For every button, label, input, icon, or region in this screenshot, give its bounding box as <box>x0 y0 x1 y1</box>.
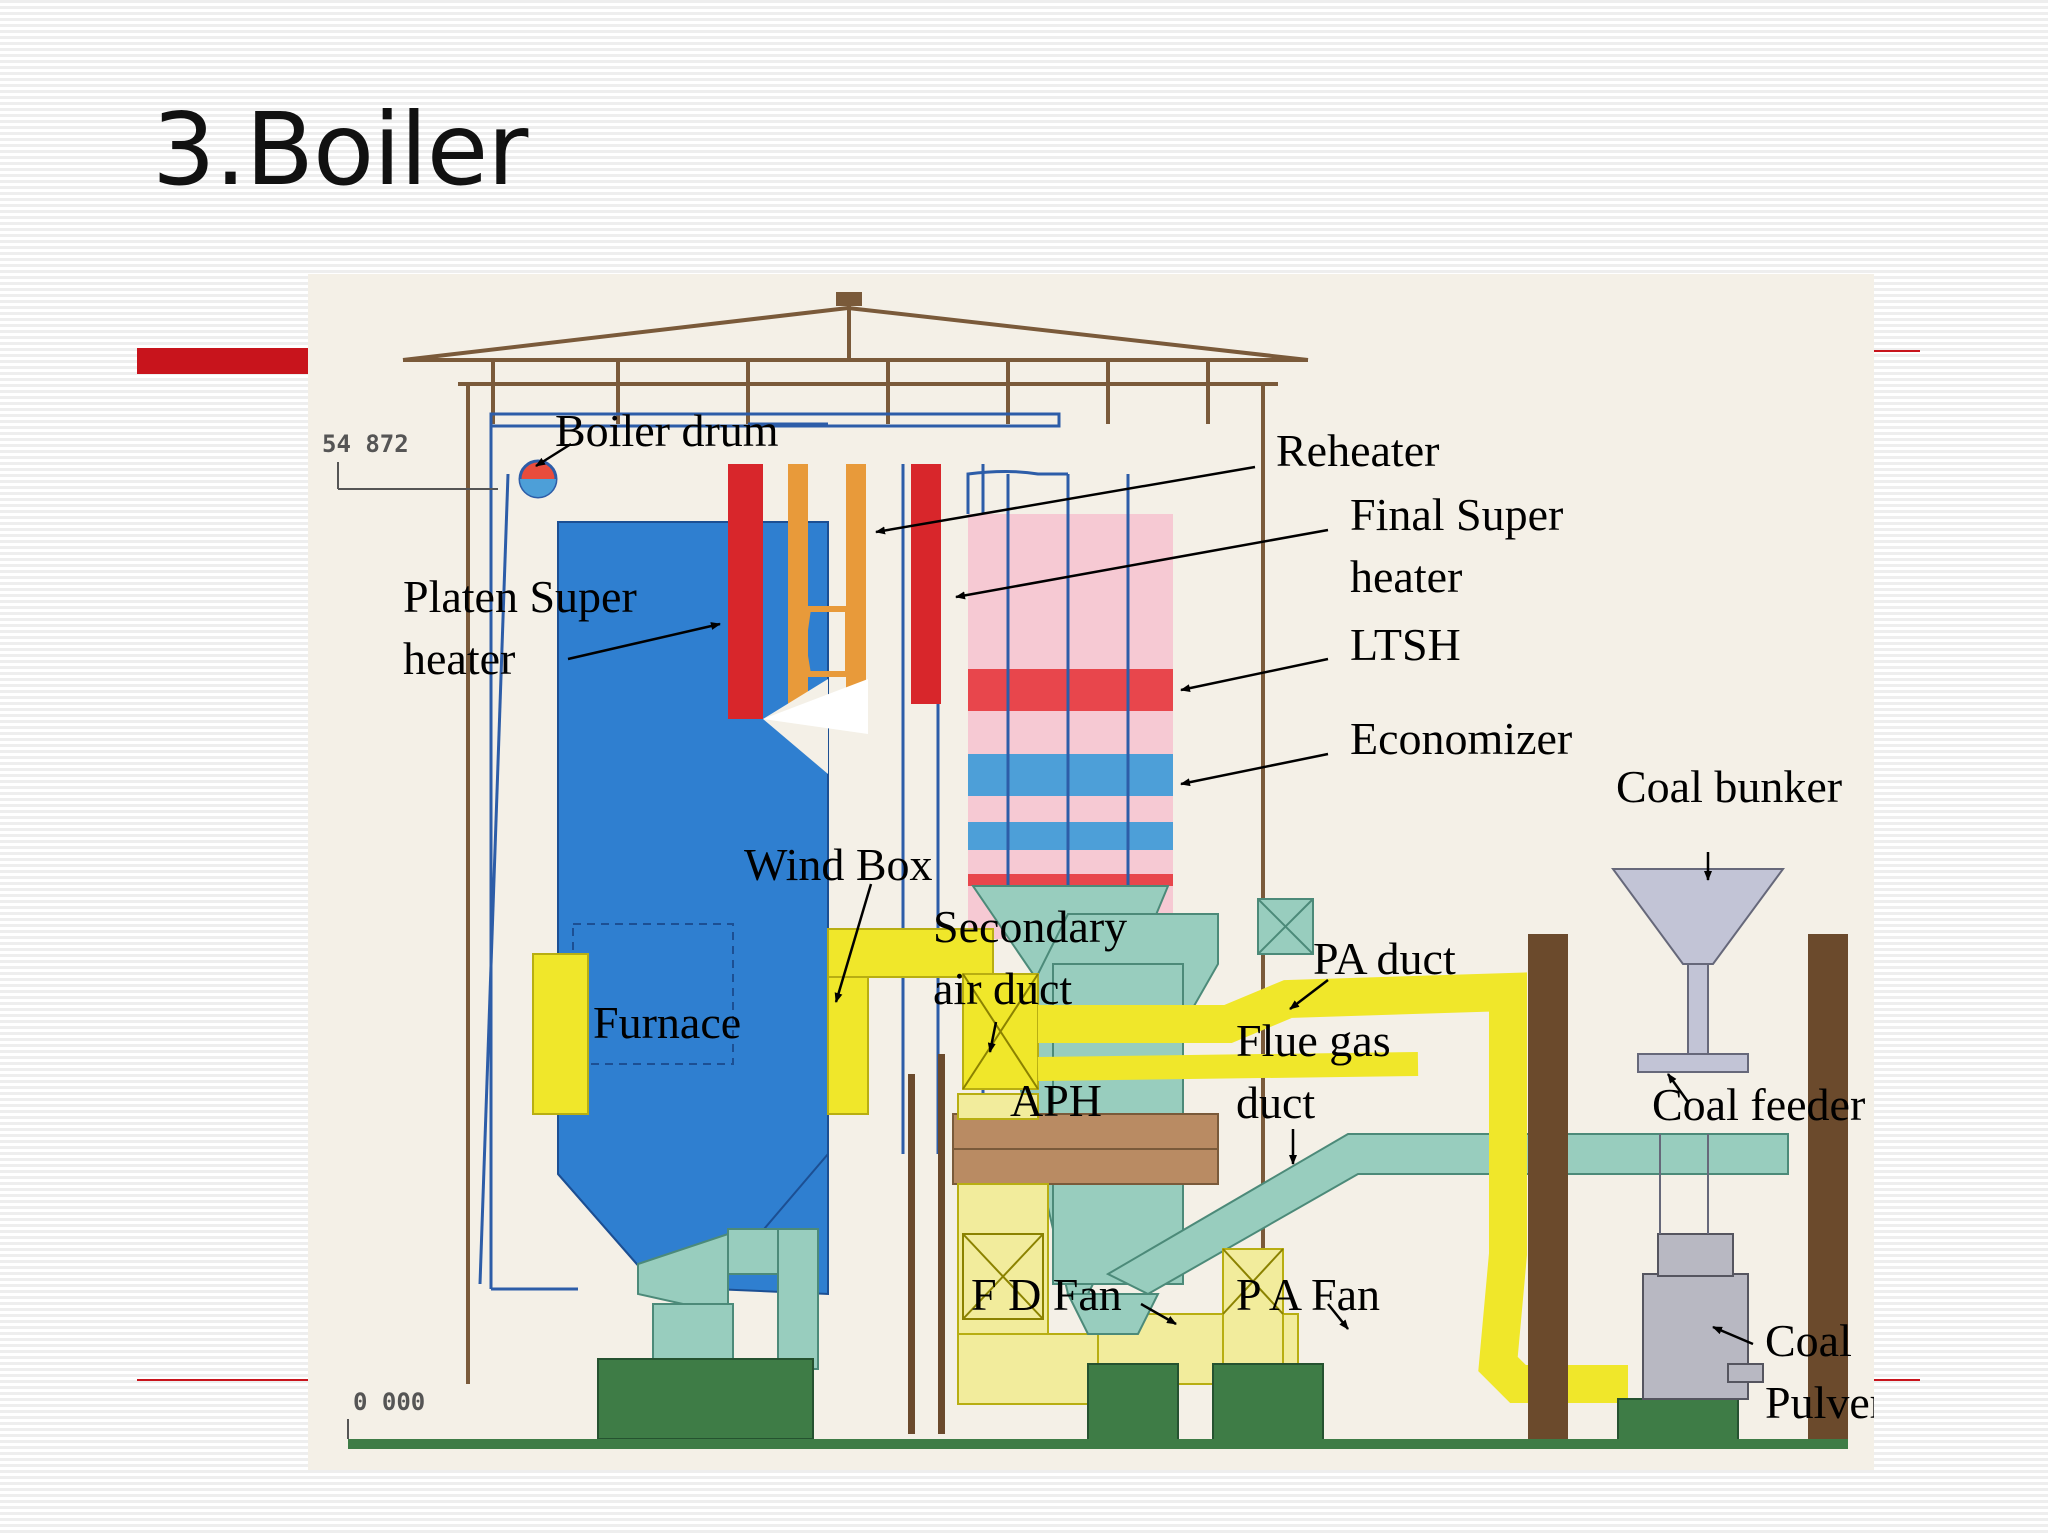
label-coal-feeder: Coal feeder <box>1652 1079 1865 1130</box>
label-platen-line1: Platen Super <box>403 571 637 622</box>
roof-truss <box>402 292 1309 1384</box>
label-coal-bunker: Coal bunker <box>1616 761 1842 812</box>
label-economizer: Economizer <box>1350 713 1572 764</box>
elevation-bottom-label: 0 000 <box>353 1388 425 1416</box>
label-platen-line2: heater <box>403 633 515 684</box>
boiler-diagram-svg: 54 872 0 000 Boiler drum Reheater Final … <box>322 292 1874 1449</box>
accent-line-right <box>1874 350 1920 352</box>
label-furnace: Furnace <box>593 997 741 1048</box>
elevation-marker-top: 54 872 <box>322 430 498 490</box>
label-pa-duct: PA duct <box>1313 933 1456 984</box>
elevation-top-label: 54 872 <box>322 430 409 458</box>
callout-arrows <box>535 442 1754 1346</box>
platen-coil-2 <box>911 464 941 704</box>
furnace <box>557 521 829 1296</box>
lower-air-ducts <box>957 1093 1299 1405</box>
boiler-drum <box>518 459 558 499</box>
coal-feeder <box>1637 1053 1749 1073</box>
coal-bunker <box>1611 868 1785 965</box>
label-secondary-line1: Secondary <box>933 901 1127 952</box>
label-coal-line1: Coal <box>1765 1315 1852 1366</box>
foundations <box>597 1358 1739 1445</box>
ground-line <box>348 1439 1848 1449</box>
accent-bar <box>137 348 317 374</box>
label-reheater: Reheater <box>1276 425 1439 476</box>
coal-pulverizer <box>1642 1134 1764 1400</box>
label-flue-gas-line1: Flue gas <box>1236 1015 1391 1066</box>
boiler-diagram: 54 872 0 000 Boiler drum Reheater Final … <box>308 274 1874 1470</box>
label-pa-fan: P A Fan <box>1236 1269 1380 1320</box>
label-aph: APH <box>1010 1075 1102 1126</box>
label-boiler-drum: Boiler drum <box>555 405 779 456</box>
back-pass <box>966 470 1173 939</box>
label-coal-line2: Pulverizer <box>1765 1377 1874 1428</box>
label-fd-fan: F D Fan <box>971 1269 1122 1320</box>
label-secondary-line2: air duct <box>933 963 1072 1014</box>
pa-duct <box>1038 972 1628 1403</box>
elevation-marker-bottom: 0 000 <box>347 1388 425 1439</box>
accent-line-bottom-right <box>1874 1379 1920 1381</box>
wind-box <box>532 953 589 1115</box>
accent-line-bottom-left <box>137 1379 308 1381</box>
label-flue-gas-line2: duct <box>1236 1077 1315 1128</box>
slide-title: 3.Boiler <box>152 91 528 208</box>
label-ltsh: LTSH <box>1350 619 1461 670</box>
platen-coil-1 <box>728 464 763 719</box>
label-final-super-line2: heater <box>1350 551 1462 602</box>
label-wind-box: Wind Box <box>744 839 933 890</box>
steel-columns <box>908 934 1848 1444</box>
label-final-super-line1: Final Super <box>1350 489 1563 540</box>
